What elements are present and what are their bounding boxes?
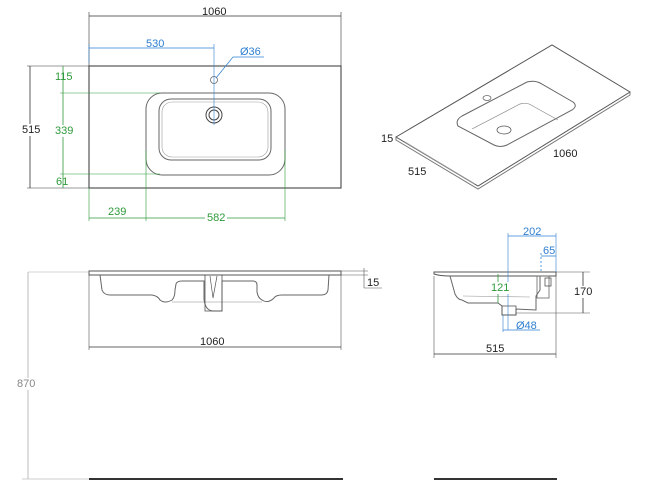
- iso-depth-dimension: 515: [408, 166, 427, 178]
- iso-view: [395, 44, 631, 190]
- top-front-margin-dimension: 115: [55, 71, 73, 83]
- side-drain-offset-dimension: 202: [523, 226, 542, 238]
- front-view: [22, 268, 382, 480]
- side-bowl-height-dimension: 121: [491, 282, 510, 294]
- top-tap-hole-dimension: Ø36: [240, 46, 261, 58]
- front-thickness-dimension: 15: [367, 277, 380, 289]
- front-width-dimension: 1060: [200, 336, 225, 348]
- top-depth-dimension: 515: [22, 124, 41, 136]
- side-depth-dimension: 515: [486, 343, 505, 355]
- side-total-height-dimension: 170: [574, 286, 593, 298]
- side-drain-diameter-dimension: Ø48: [516, 320, 537, 332]
- side-bowl-profile: [449, 275, 541, 316]
- front-height-dimension: 870: [17, 378, 36, 390]
- top-view: [27, 12, 342, 221]
- iso-tap-hole-icon: [482, 95, 492, 101]
- top-bowl-depth-dimension: 339: [55, 125, 74, 137]
- side-view: [433, 233, 590, 480]
- top-width-dimension: 1060: [202, 6, 227, 18]
- iso-bowl: [456, 80, 576, 147]
- top-back-margin-dimension: 61: [56, 176, 69, 188]
- iso-thickness-dimension: 15: [381, 133, 394, 145]
- side-tap-offset-dimension: 65: [543, 245, 556, 257]
- front-bowl-profile: [99, 274, 330, 312]
- top-bowl-width-dimension: 582: [205, 212, 228, 224]
- top-view-bowl-inner: [158, 98, 272, 161]
- top-tap-offset-dimension: 530: [146, 38, 165, 50]
- iso-width-dimension: 1060: [553, 148, 578, 160]
- front-slab: [88, 270, 342, 276]
- iso-drain-icon: [496, 125, 512, 135]
- top-bowl-left-offset-dimension: 239: [108, 206, 127, 218]
- side-slab: [433, 271, 557, 277]
